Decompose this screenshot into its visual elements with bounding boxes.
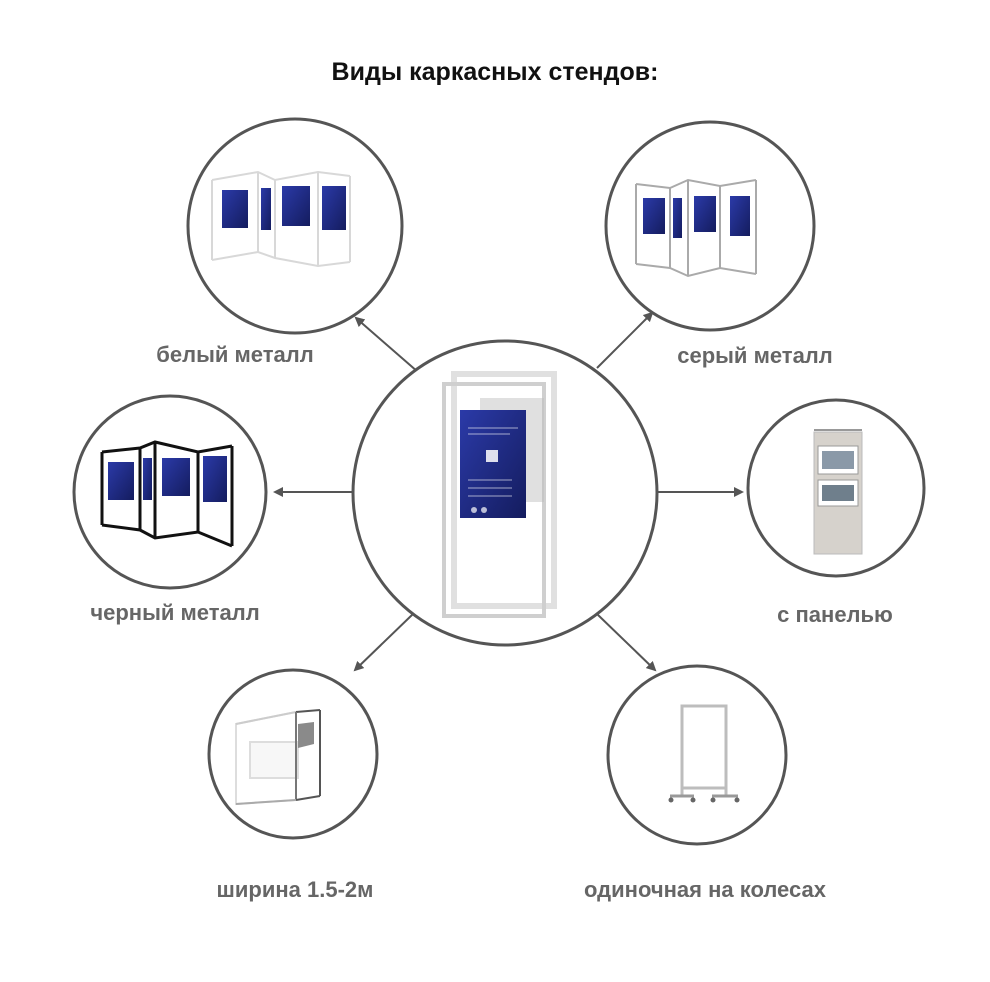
connector-arrows <box>273 311 744 672</box>
label-black-metal: черный металл <box>90 600 260 625</box>
label-with-panel: с панелью <box>777 602 893 627</box>
arrow-to-gray <box>596 311 654 369</box>
white-stand-illustration <box>211 170 351 268</box>
width-stand-illustration <box>235 709 321 806</box>
arrow-to-wheels <box>596 613 657 672</box>
label-white-metal: белый металл <box>156 342 314 367</box>
circle-wheels <box>606 664 788 846</box>
arrow-to-white <box>354 316 419 373</box>
panel-stand-illustration <box>813 429 863 555</box>
diagram-title: Виды каркасных стендов: <box>331 58 659 86</box>
label-single-on-wheels: одиночная на колесах <box>584 877 826 902</box>
arrow-to-width <box>353 613 414 672</box>
black-stand-illustration <box>100 440 234 548</box>
label-gray-metal: серый металл <box>677 343 833 368</box>
gray-stand-illustration <box>635 178 757 278</box>
label-width: ширина 1.5-2м <box>216 877 374 902</box>
wheels-stand-illustration <box>668 704 740 803</box>
center-stand-illustration <box>442 371 557 618</box>
